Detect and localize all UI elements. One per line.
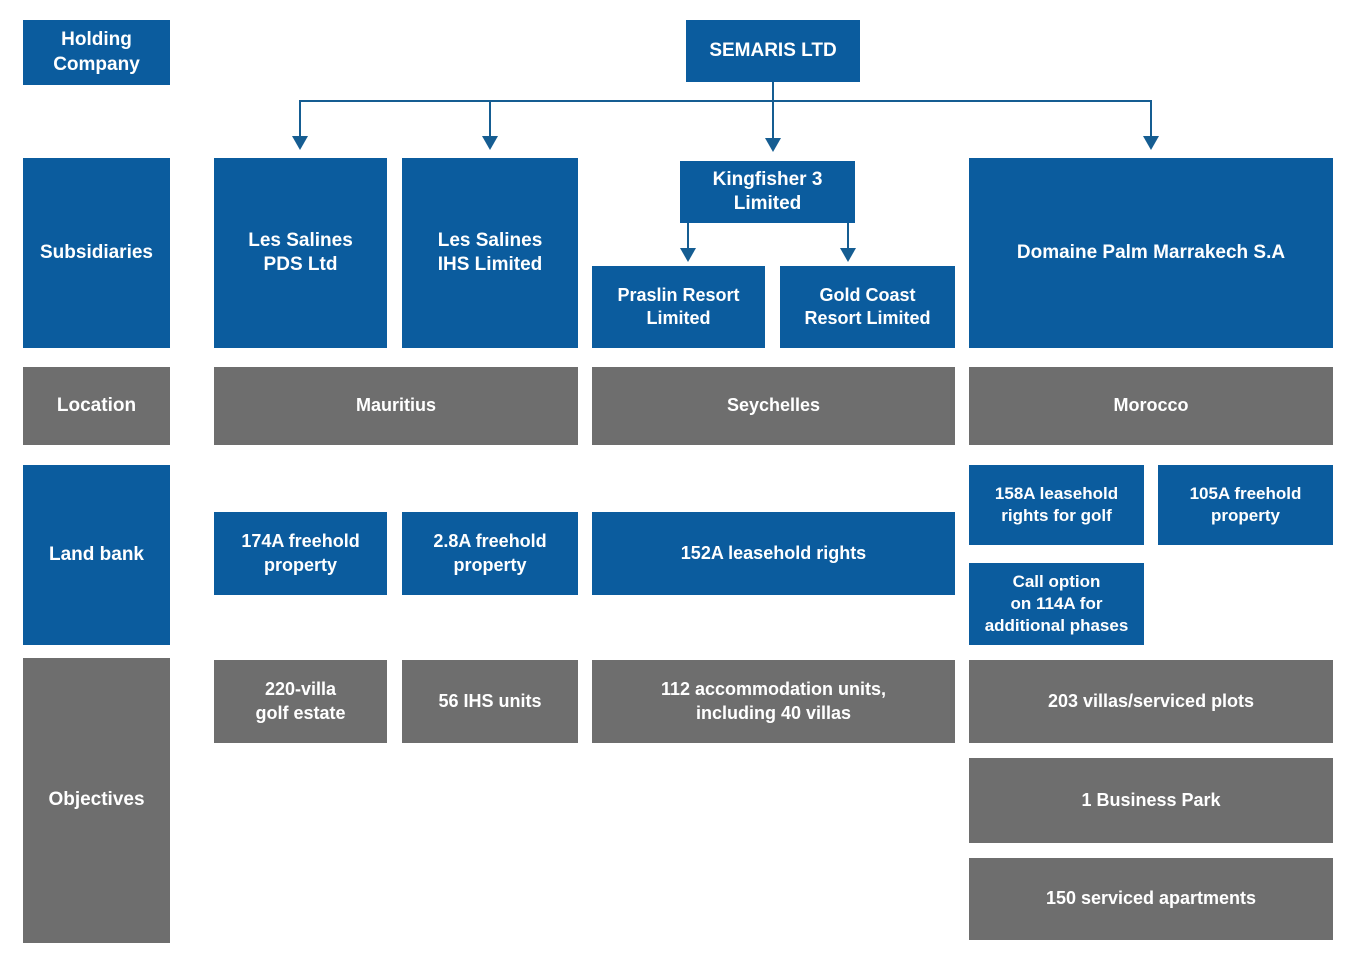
arrowhead-branch-1 (292, 136, 308, 150)
objective-ihs-units: 56 IHS units (402, 660, 578, 743)
objective-villas-serviced-plots: 203 villas/serviced plots (969, 660, 1333, 743)
land-bank-morocco-golf: 158A leasehold rights for golf (969, 465, 1144, 545)
land-bank-seychelles: 152A leasehold rights (592, 512, 955, 595)
row-label-objectives: Objectives (23, 658, 170, 943)
node-semaris-ltd: SEMARIS LTD (686, 20, 860, 82)
land-bank-les-salines-pds: 174A freehold property (214, 512, 387, 595)
land-bank-morocco-freehold: 105A freehold property (1158, 465, 1333, 545)
connector-branch-1 (299, 100, 301, 138)
objective-golf-estate: 220-villa golf estate (214, 660, 387, 743)
connector-branch-4 (1150, 100, 1152, 138)
row-label-subsidiaries: Subsidiaries (23, 158, 170, 348)
objective-accommodation-units: 112 accommodation units, including 40 vi… (592, 660, 955, 743)
objective-business-park: 1 Business Park (969, 758, 1333, 843)
node-gold-coast-resort-limited: Gold Coast Resort Limited (780, 266, 955, 348)
connector-branch-3 (772, 100, 774, 140)
location-morocco: Morocco (969, 367, 1333, 445)
node-domaine-palm-marrakech-sa: Domaine Palm Marrakech S.A (969, 158, 1333, 348)
row-label-holding-company: Holding Company (23, 20, 170, 85)
arrowhead-praslin (680, 248, 696, 262)
land-bank-morocco-call-option: Call option on 114A for additional phase… (969, 563, 1144, 645)
connector-kingfisher-to-gold-coast (847, 223, 849, 250)
arrowhead-branch-4 (1143, 136, 1159, 150)
connector-branch-2 (489, 100, 491, 138)
objective-serviced-apartments: 150 serviced apartments (969, 858, 1333, 940)
node-les-salines-pds-ltd: Les Salines PDS Ltd (214, 158, 387, 348)
arrowhead-branch-3 (765, 138, 781, 152)
row-label-location: Location (23, 367, 170, 445)
connector-semaris-bus (300, 100, 1152, 102)
node-praslin-resort-limited: Praslin Resort Limited (592, 266, 765, 348)
land-bank-les-salines-ihs: 2.8A freehold property (402, 512, 578, 595)
row-label-land-bank: Land bank (23, 465, 170, 645)
location-seychelles: Seychelles (592, 367, 955, 445)
node-les-salines-ihs-limited: Les Salines IHS Limited (402, 158, 578, 348)
connector-kingfisher-to-praslin (687, 223, 689, 250)
arrowhead-branch-2 (482, 136, 498, 150)
location-mauritius: Mauritius (214, 367, 578, 445)
node-kingfisher-3-limited: Kingfisher 3 Limited (680, 161, 855, 223)
connector-semaris-stem (772, 82, 774, 101)
arrowhead-gold-coast (840, 248, 856, 262)
